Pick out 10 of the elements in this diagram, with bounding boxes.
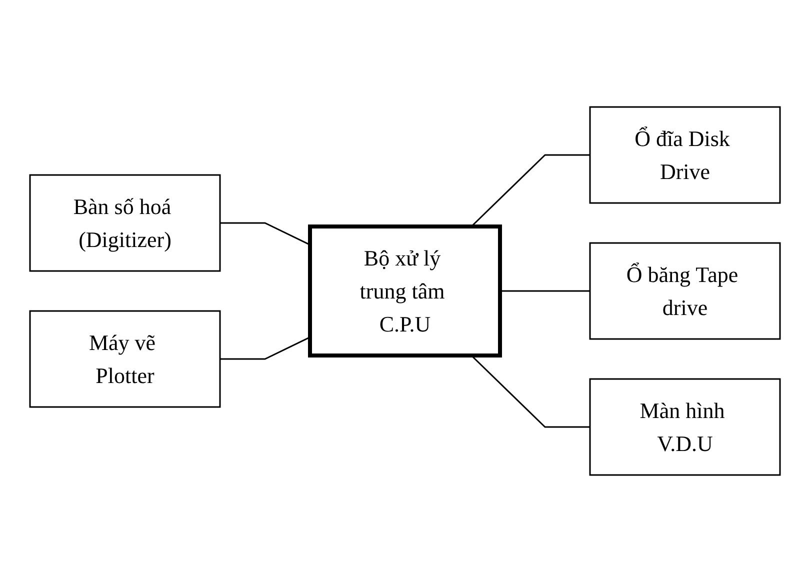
node-box: Máy vẽ Plotter [28,310,220,408]
node-box: Màn hình V.D.U [588,378,780,476]
node-box: Bộ xử lý trung tâm C.P.U [308,224,502,358]
connector [470,154,590,228]
node-box: Bàn số hoá (Digitizer) [28,174,220,272]
node-box: Ổ băng Tape drive [588,242,780,340]
connector [220,222,310,246]
node-box: Ổ đĩa Disk Drive [588,106,780,204]
connector [220,336,310,360]
connector [500,290,590,292]
